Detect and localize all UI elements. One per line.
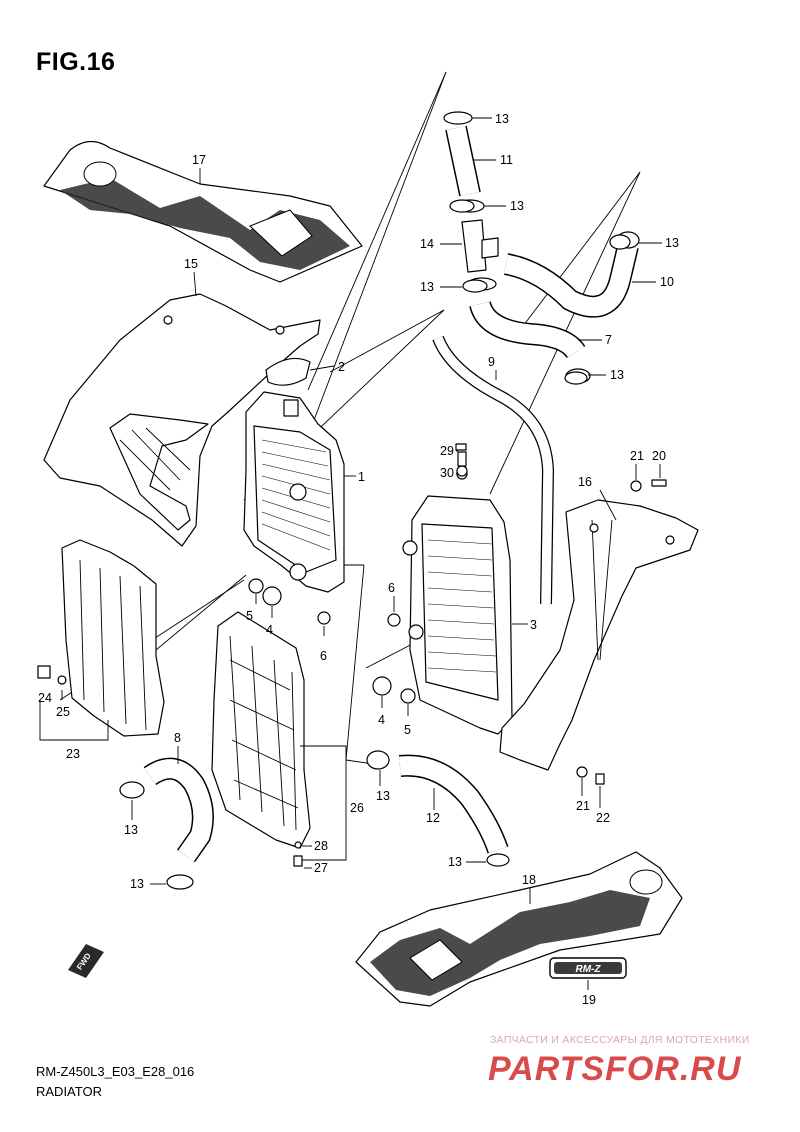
- radiator-shroud-right: [499, 489, 699, 771]
- callout-17: 17: [192, 153, 206, 167]
- radiator-cover-left: [37, 539, 165, 741]
- shroud-graphic-lower: [355, 851, 683, 1007]
- radiator-right: [402, 451, 528, 735]
- callout-13: 13: [495, 112, 509, 126]
- callout-27: 27: [314, 861, 328, 875]
- callout-18: 18: [522, 873, 536, 887]
- callout-2: 2: [338, 360, 345, 374]
- callout-13: 13: [448, 855, 462, 869]
- callout-28: 28: [314, 839, 328, 853]
- callout-13: 13: [130, 877, 144, 891]
- emblem-text: RM-Z: [576, 964, 602, 975]
- figure-title: FIG.16: [36, 48, 116, 76]
- callout-6: 6: [320, 649, 327, 663]
- fwd-arrow-icon: FWD: [68, 944, 104, 978]
- watermark-tagline: ЗАПЧАСТИ И АКСЕССУАРЫ ДЛЯ МОТОТЕХНИКИ: [490, 1034, 750, 1046]
- callout-29: 29: [440, 444, 454, 458]
- rmz-emblem: RM-Z: [549, 957, 627, 990]
- watermark-logo-text: PARTSFOR.RU: [488, 1050, 742, 1088]
- callout-7: 7: [605, 333, 612, 347]
- callout-3: 3: [530, 618, 537, 632]
- breather-tube: [432, 335, 555, 605]
- radiator-cap: [265, 357, 335, 386]
- radiator-guard: [211, 611, 347, 867]
- callout-4: 4: [266, 623, 273, 637]
- model-code: RM-Z450L3_E03_E28_016: [36, 1064, 195, 1079]
- hose-clamps: [449, 199, 631, 385]
- callout-25: 25: [56, 705, 70, 719]
- callout-12: 12: [426, 811, 440, 825]
- fasteners-left: [248, 578, 331, 636]
- shroud-graphic-upper: [43, 140, 363, 283]
- callout-9: 9: [488, 355, 495, 369]
- callout-13: 13: [124, 823, 138, 837]
- callout-5: 5: [246, 609, 253, 623]
- callout-14: 14: [420, 237, 434, 251]
- callout-23: 23: [66, 747, 80, 761]
- diagram-caption: RADIATOR: [36, 1084, 102, 1099]
- callout-21: 21: [630, 449, 644, 463]
- callout-13: 13: [610, 368, 624, 382]
- callout-1: 1: [358, 470, 365, 484]
- radiator-left: [243, 391, 356, 593]
- callout-15: 15: [184, 257, 198, 271]
- callout-30: 30: [440, 466, 454, 480]
- callout-16: 16: [578, 475, 592, 489]
- callout-5: 5: [404, 723, 411, 737]
- callout-10: 10: [660, 275, 674, 289]
- callout-8: 8: [174, 731, 181, 745]
- callout-13: 13: [420, 280, 434, 294]
- radiator-hoses: [119, 111, 640, 890]
- callout-24: 24: [38, 691, 52, 705]
- watermark-logo: PARTSFOR.RU: [488, 1050, 742, 1088]
- callout-21: 21: [576, 799, 590, 813]
- callout-26: 26: [350, 801, 364, 815]
- callout-6: 6: [388, 581, 395, 595]
- callout-19: 19: [582, 993, 596, 1007]
- callout-13: 13: [665, 236, 679, 250]
- fasteners-right: [372, 596, 416, 716]
- callout-4: 4: [378, 713, 385, 727]
- callout-20: 20: [652, 449, 666, 463]
- callout-22: 22: [596, 811, 610, 825]
- callout-13: 13: [510, 199, 524, 213]
- fasteners-shroud: [455, 443, 667, 785]
- radiator-shroud-left: [43, 293, 321, 547]
- callout-11: 11: [500, 153, 513, 167]
- callout-labels: 13 11 13 14 13 13 10 7 13 9 17 15 2 1 29…: [38, 112, 679, 1007]
- callout-13: 13: [376, 789, 390, 803]
